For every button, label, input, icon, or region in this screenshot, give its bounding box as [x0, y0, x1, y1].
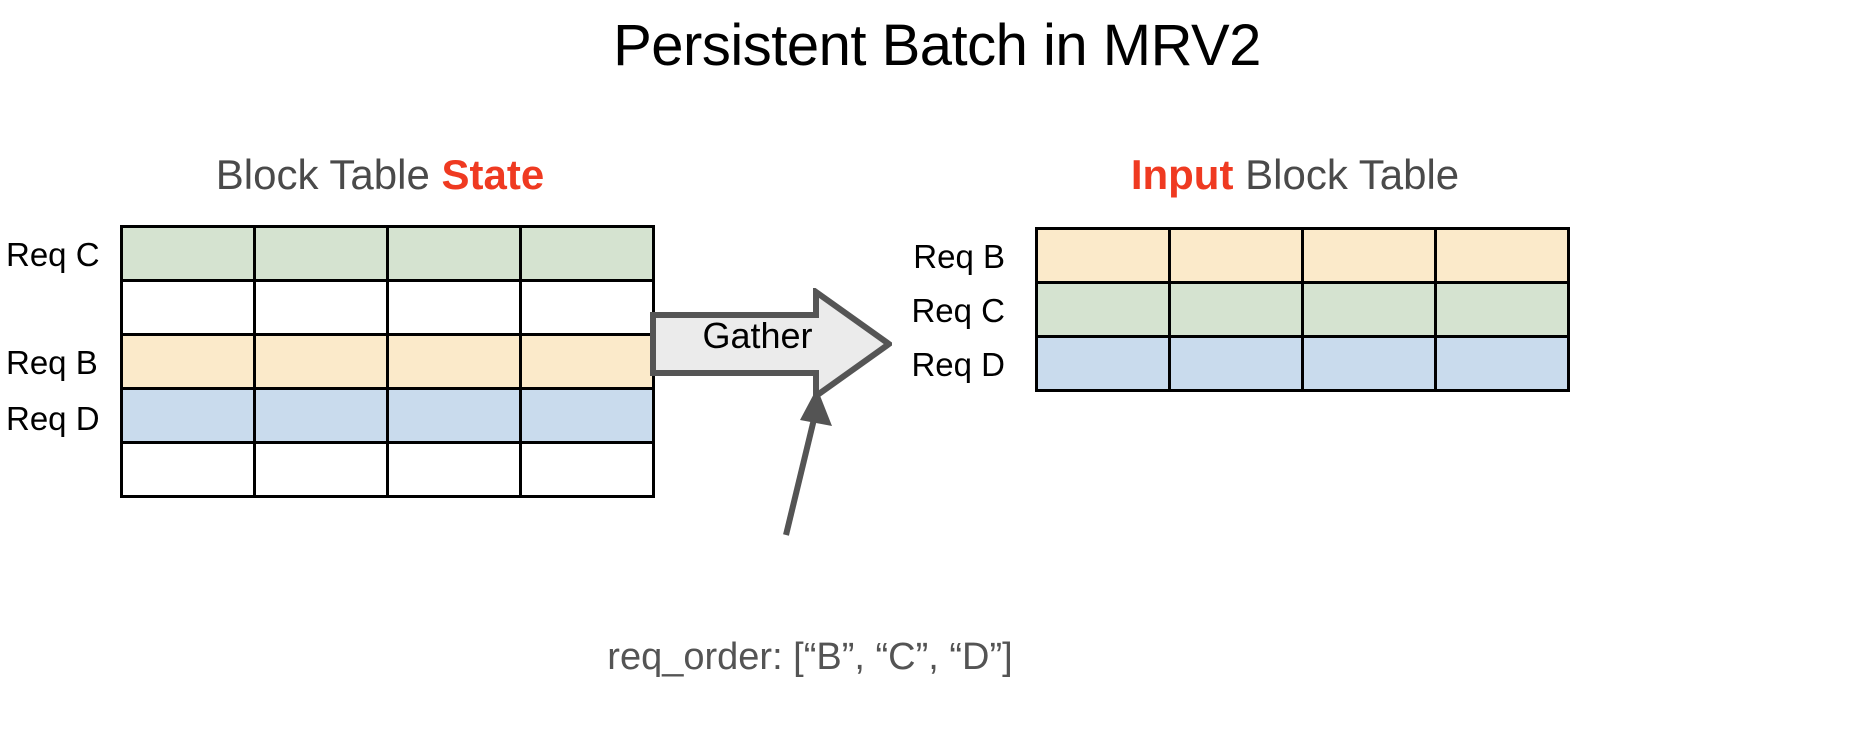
- state-table-cell: [519, 279, 655, 336]
- left-heading-accent: State: [441, 151, 545, 198]
- state-table-row: [120, 225, 655, 282]
- block-table-state-heading: Block Table State: [0, 151, 760, 198]
- input-row-label-req-b: Req B: [913, 238, 1005, 275]
- block-table-state-grid: [120, 225, 655, 498]
- state-table-cell: [120, 279, 256, 336]
- input-table-cell: [1035, 335, 1171, 392]
- state-row-label-req-b: Req B: [6, 344, 98, 381]
- req-order-callout-text: req_order: [“B”, “C”, “D”]: [607, 636, 1013, 678]
- input-table-cell: [1168, 227, 1304, 284]
- page-title: Persistent Batch in MRV2: [613, 13, 1261, 78]
- right-heading-suffix: Block Table: [1233, 151, 1460, 198]
- state-table-row: [120, 279, 655, 336]
- state-table-cell: [120, 441, 256, 498]
- state-table-cell: [519, 225, 655, 282]
- input-block-table-grid: [1035, 227, 1570, 392]
- state-table-row: [120, 387, 655, 444]
- state-table-cell: [386, 333, 522, 390]
- input-table-row: [1035, 227, 1570, 284]
- state-table-cell: [253, 279, 389, 336]
- state-table-cell: [120, 225, 256, 282]
- state-table-cell: [253, 441, 389, 498]
- state-table-cell: [386, 225, 522, 282]
- right-heading-accent: Input: [1130, 151, 1234, 198]
- state-table-cell: [120, 333, 256, 390]
- input-table-cell: [1301, 227, 1437, 284]
- gather-arrow-icon: [650, 288, 892, 400]
- input-table-body: [1035, 227, 1570, 392]
- state-table-body: [120, 225, 655, 498]
- input-table-row: [1035, 335, 1570, 392]
- input-table-cell: [1035, 281, 1171, 338]
- state-table-cell: [253, 225, 389, 282]
- req-order-callout-arrow-icon: [740, 380, 880, 540]
- state-table-cell: [386, 441, 522, 498]
- state-table-cell: [519, 333, 655, 390]
- input-table-row: [1035, 281, 1570, 338]
- input-table-cell: [1434, 227, 1570, 284]
- input-table-cell: [1434, 335, 1570, 392]
- input-table-cell: [1301, 281, 1437, 338]
- state-table-cell: [120, 387, 256, 444]
- input-table-cell: [1035, 227, 1171, 284]
- state-table-cell: [386, 387, 522, 444]
- input-row-label-req-c: Req C: [911, 292, 1005, 329]
- state-table-row: [120, 441, 655, 498]
- input-table-cell: [1168, 281, 1304, 338]
- input-block-table-heading: Input Block Table: [1030, 151, 1560, 198]
- input-table-cell: [1301, 335, 1437, 392]
- state-table-cell: [253, 387, 389, 444]
- state-table-row: [120, 333, 655, 390]
- state-row-label-req-c: Req C: [6, 236, 100, 273]
- state-row-label-req-d: Req D: [6, 400, 100, 437]
- input-table-cell: [1434, 281, 1570, 338]
- state-table-cell: [386, 279, 522, 336]
- input-table-cell: [1168, 335, 1304, 392]
- state-table-cell: [519, 387, 655, 444]
- left-heading-prefix: Block Table: [215, 151, 442, 198]
- state-table-cell: [519, 441, 655, 498]
- state-table-cell: [253, 333, 389, 390]
- input-row-label-req-d: Req D: [911, 346, 1005, 383]
